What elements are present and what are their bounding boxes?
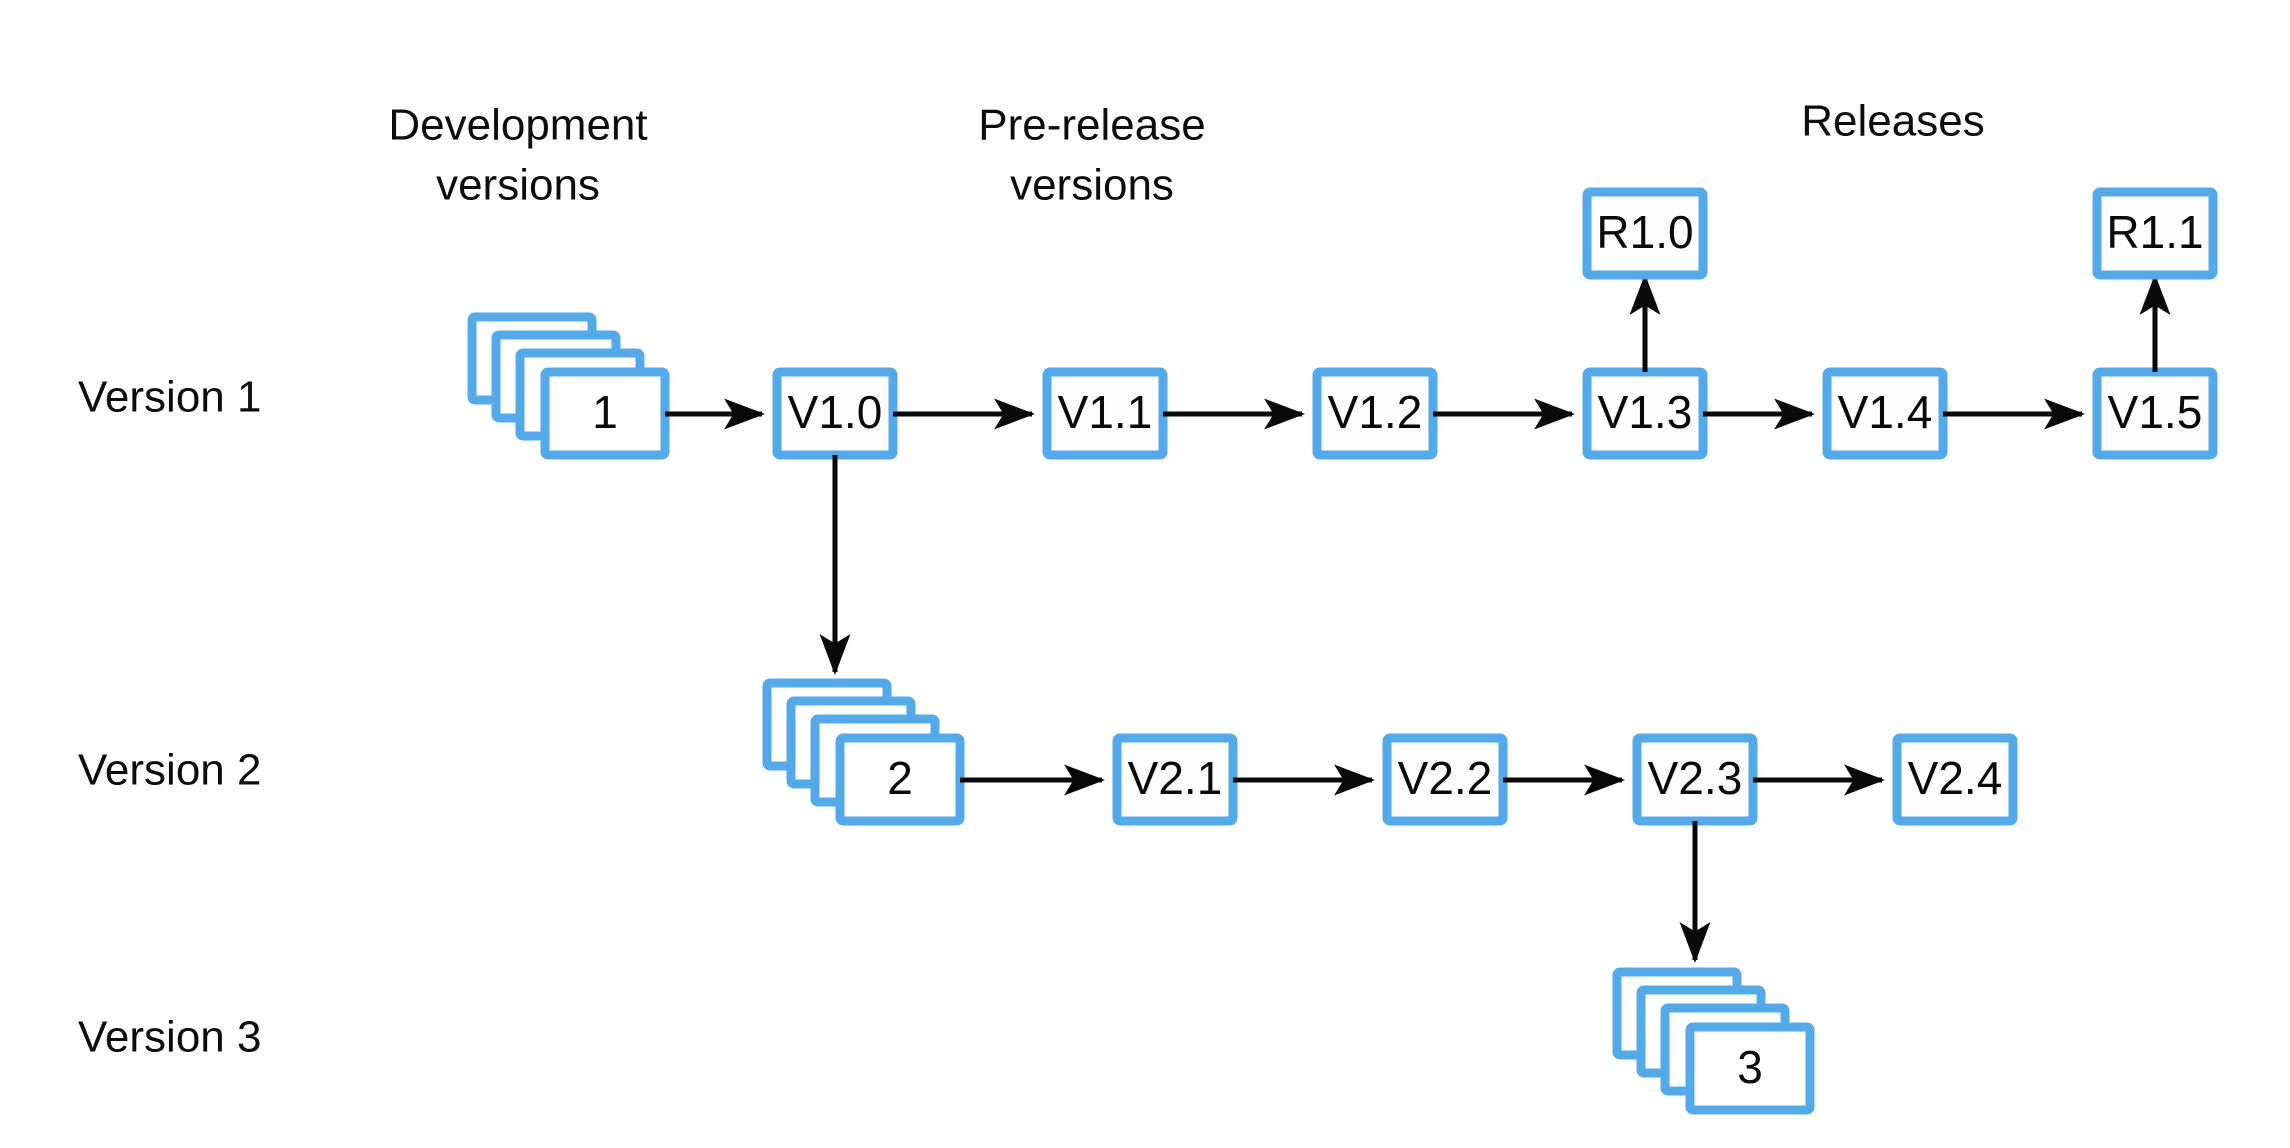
- dev-stack-1[interactable]: 1: [467, 312, 670, 460]
- node-v1-0-label: V1.0: [788, 386, 883, 438]
- node-v2-4-label: V2.4: [1908, 752, 2003, 804]
- dev-stack-3-label: 3: [1737, 1041, 1763, 1093]
- node-v2-1-label: V2.1: [1128, 752, 1223, 804]
- node-v1-2-label: V1.2: [1328, 386, 1423, 438]
- node-r1-0-box: [1582, 187, 1708, 280]
- node-r1-1-box: [2092, 187, 2218, 280]
- node-v2-1[interactable]: V2.1: [1112, 733, 1238, 826]
- node-v2-4-box: [1892, 733, 2018, 826]
- dev-stack-1-label: 1: [592, 386, 618, 438]
- group-heading-releases: Releases: [1801, 97, 1984, 146]
- node-r1-1-label: R1.1: [2106, 206, 2203, 258]
- node-v1-4-label: V1.4: [1838, 386, 1933, 438]
- node-v2-3-label: V2.3: [1648, 752, 1743, 804]
- node-r1-0-label: R1.0: [1596, 206, 1693, 258]
- dev-stack-2[interactable]: 2: [762, 678, 965, 826]
- node-v1-3-label: V1.3: [1598, 386, 1693, 438]
- node-v1-1[interactable]: V1.1: [1042, 367, 1168, 460]
- node-v1-5-label: V1.5: [2108, 386, 2203, 438]
- node-v1-2[interactable]: V1.2: [1312, 367, 1438, 460]
- node-v1-4[interactable]: V1.4: [1822, 367, 1948, 460]
- dev-stack-2-label: 2: [887, 752, 913, 804]
- development-versions-label-line2: versions: [436, 161, 600, 210]
- node-v2-2-label: V2.2: [1398, 752, 1493, 804]
- node-r1-1[interactable]: R1.1: [2092, 187, 2218, 280]
- group-heading-development: Development versions: [388, 101, 647, 210]
- stack-card-front: [1685, 1022, 1815, 1115]
- node-v1-0[interactable]: V1.0: [772, 367, 898, 460]
- node-v2-3[interactable]: V2.3: [1632, 733, 1758, 826]
- dev-stack-3[interactable]: 3: [1612, 967, 1815, 1115]
- group-heading-prerelease: Pre-release versions: [978, 101, 1205, 210]
- node-v2-4[interactable]: V2.4: [1892, 733, 2018, 826]
- row-label-version-3: Version 3: [78, 1013, 261, 1062]
- node-v1-1-label: V1.1: [1058, 386, 1153, 438]
- releases-label: Releases: [1801, 97, 1984, 146]
- row-label-version-1: Version 1: [78, 373, 261, 422]
- node-v1-3[interactable]: V1.3: [1582, 367, 1708, 460]
- prerelease-versions-label-line1: Pre-release: [978, 101, 1205, 150]
- node-v1-5[interactable]: V1.5: [2092, 367, 2218, 460]
- node-v2-2[interactable]: V2.2: [1382, 733, 1508, 826]
- node-r1-0[interactable]: R1.0: [1582, 187, 1708, 280]
- development-versions-label-line1: Development: [388, 101, 647, 150]
- row-label-version-2: Version 2: [78, 746, 261, 795]
- prerelease-versions-label-line2: versions: [1010, 161, 1174, 210]
